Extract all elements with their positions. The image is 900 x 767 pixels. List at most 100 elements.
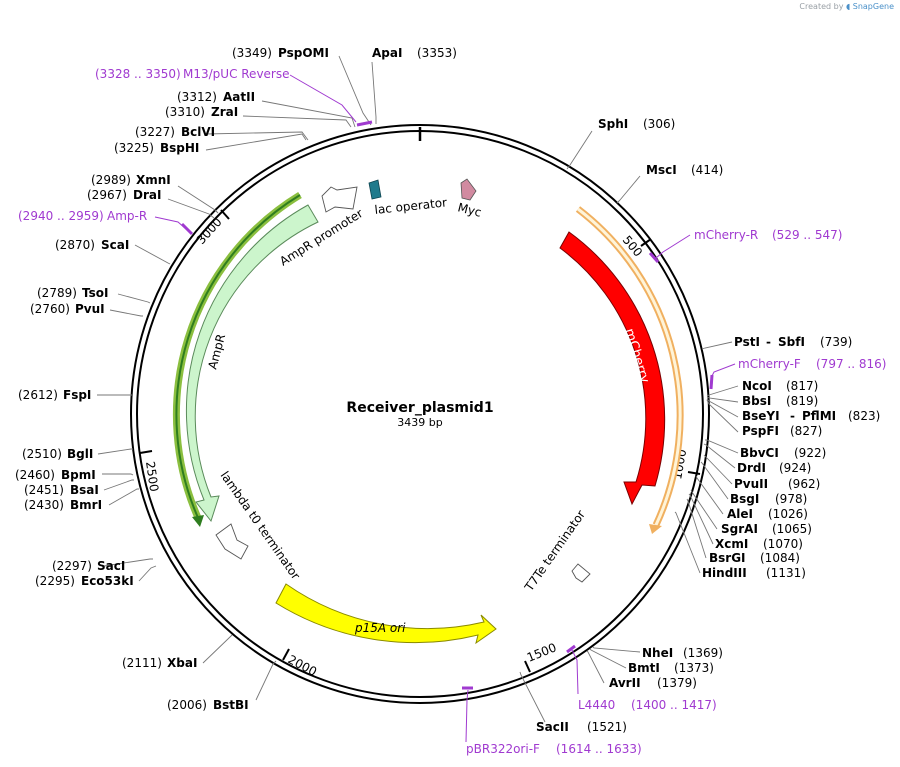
enzyme-name: NcoI <box>742 379 772 393</box>
enzyme-name: BseYI <box>742 409 780 423</box>
enzyme-name: AvrII <box>609 676 641 690</box>
enzyme-name: BspHI <box>160 141 199 155</box>
enzyme-pos: (2870) <box>55 238 95 252</box>
primer-range: (797 .. 816) <box>816 357 886 371</box>
enzyme-name: Eco53kI <box>81 574 134 588</box>
enzyme-pos: (3349) <box>232 46 272 60</box>
enzyme-pos: (2789) <box>37 286 77 300</box>
enzyme-name: AatII <box>223 90 255 104</box>
primer-name: M13/pUC Reverse <box>183 67 290 81</box>
enzyme-name: BstBI <box>213 698 249 712</box>
enzyme-pos: (3310) <box>165 105 205 119</box>
primer-markers <box>154 74 736 743</box>
primer-range: (529 .. 547) <box>772 228 842 242</box>
enzyme-name: XmnI <box>136 173 171 187</box>
enzyme-pos: (817) <box>786 379 818 393</box>
enzyme-pos: (1521) <box>587 720 627 734</box>
primer-name: pBR322ori-F <box>466 742 540 756</box>
enzyme-pos: (3312) <box>177 90 217 104</box>
p15a-ori-arrow <box>275 583 497 645</box>
enzyme-pos: (1379) <box>657 676 697 690</box>
lambda-t0-terminator-arrow <box>215 523 249 560</box>
enzyme-pos: (823) <box>848 409 880 423</box>
enzyme-pos: (2612) <box>18 388 58 402</box>
t7te-terminator-arrow <box>571 563 591 583</box>
enzyme-pos: (2297) <box>52 559 92 573</box>
enzyme-pos: (2967) <box>87 188 127 202</box>
enzyme-name: PspFI <box>742 424 779 438</box>
enzyme-pos: (2295) <box>35 574 75 588</box>
enzyme-pos: (819) <box>786 394 818 408</box>
enzyme-pos: (2111) <box>122 656 162 670</box>
enzyme-pos: (3225) <box>114 141 154 155</box>
enzyme-name: ZraI <box>211 105 238 119</box>
primer-name: Amp-R <box>107 209 147 223</box>
credit-brand: SnapGene <box>852 2 894 11</box>
enzyme-pos: (2460) <box>15 468 55 482</box>
myc-tag-arrow <box>460 178 477 201</box>
enzyme-name: SphI <box>598 117 628 131</box>
primer-name: mCherry-F <box>738 357 801 371</box>
backbone-outer-ring <box>130 124 710 704</box>
enzyme-pos: (739) <box>820 335 852 349</box>
primer-labels: (3328 .. 3350) M13/pUC Reverse (2940 .. … <box>18 67 886 756</box>
feature-label-lac-operator: lac operator <box>374 195 448 217</box>
enzyme-pos: (962) <box>788 477 820 491</box>
enzyme-pos: (1369) <box>683 646 723 660</box>
enzyme-pos: (306) <box>643 117 675 131</box>
enzyme-pos: (2510) <box>22 447 62 461</box>
credit-prefix: Created by <box>799 2 844 11</box>
enzyme-name: PvuI <box>75 302 105 316</box>
enzyme-name: ApaI <box>372 46 402 60</box>
enzyme-name-separator: - <box>790 409 795 423</box>
credit-text: Created by ◖ SnapGene <box>799 2 894 11</box>
enzyme-name: BmrI <box>70 498 102 512</box>
primer-name: L4440 <box>578 698 615 712</box>
enzyme-name: SbfI <box>778 335 805 349</box>
enzyme-pos: (2430) <box>24 498 64 512</box>
snapgene-logo-icon: ◖ <box>845 2 851 11</box>
primer-range: (3328 .. 3350) <box>95 67 181 81</box>
enzyme-pos: (978) <box>775 492 807 506</box>
primer-range: (1400 .. 1417) <box>631 698 717 712</box>
enzyme-pos: (1070) <box>763 537 803 551</box>
enzyme-pos: (1373) <box>674 661 714 675</box>
primer-name: mCherry-R <box>694 228 758 242</box>
enzyme-name: HindIII <box>702 566 747 580</box>
enzyme-name: BsgI <box>730 492 759 506</box>
enzyme-pos: (827) <box>790 424 822 438</box>
enzyme-name: BmtI <box>628 661 660 675</box>
plasmid-name: Receiver_plasmid1 <box>346 400 493 416</box>
enzyme-name: SacI <box>97 559 125 573</box>
enzyme-pos: (922) <box>794 446 826 460</box>
enzyme-pos: (1131) <box>766 566 806 580</box>
tick-label-1500: 1500 <box>525 640 559 664</box>
enzyme-name: NheI <box>642 646 673 660</box>
lac-operator-box <box>368 179 382 200</box>
enzyme-name: XbaI <box>167 656 197 670</box>
enzyme-name: XcmI <box>715 537 748 551</box>
enzyme-pos: (3227) <box>135 125 175 139</box>
enzyme-name: BglI <box>67 447 93 461</box>
feature-label-p15a-ori: p15A ori <box>354 621 406 635</box>
feature-label-t7te-terminator: T7Te terminator <box>521 508 588 595</box>
tick-label-3000: 3000 <box>194 215 225 247</box>
enzyme-name: BbvCI <box>740 446 779 460</box>
enzyme-pos: (2760) <box>30 302 70 316</box>
enzyme-pos: (924) <box>779 461 811 475</box>
enzyme-labels-left: (3349) PspOMI ApaI (3353) (3312) AatII (… <box>15 46 457 712</box>
enzyme-name: PspOMI <box>278 46 329 60</box>
enzyme-name: DraI <box>133 188 161 202</box>
enzyme-name: BsaI <box>70 483 99 497</box>
enzyme-pos: (2006) <box>167 698 207 712</box>
enzyme-pos: (2989) <box>91 173 131 187</box>
enzyme-name: BclVI <box>181 125 215 139</box>
enzyme-name: AleI <box>727 507 753 521</box>
enzyme-pos: (1084) <box>760 551 800 565</box>
enzyme-pos: (1026) <box>768 507 808 521</box>
tick-label-2500: 2500 <box>143 460 161 492</box>
enzyme-name-separator: - <box>766 335 771 349</box>
enzyme-pos: (1065) <box>772 522 812 536</box>
tick-label-2000: 2000 <box>286 652 320 679</box>
